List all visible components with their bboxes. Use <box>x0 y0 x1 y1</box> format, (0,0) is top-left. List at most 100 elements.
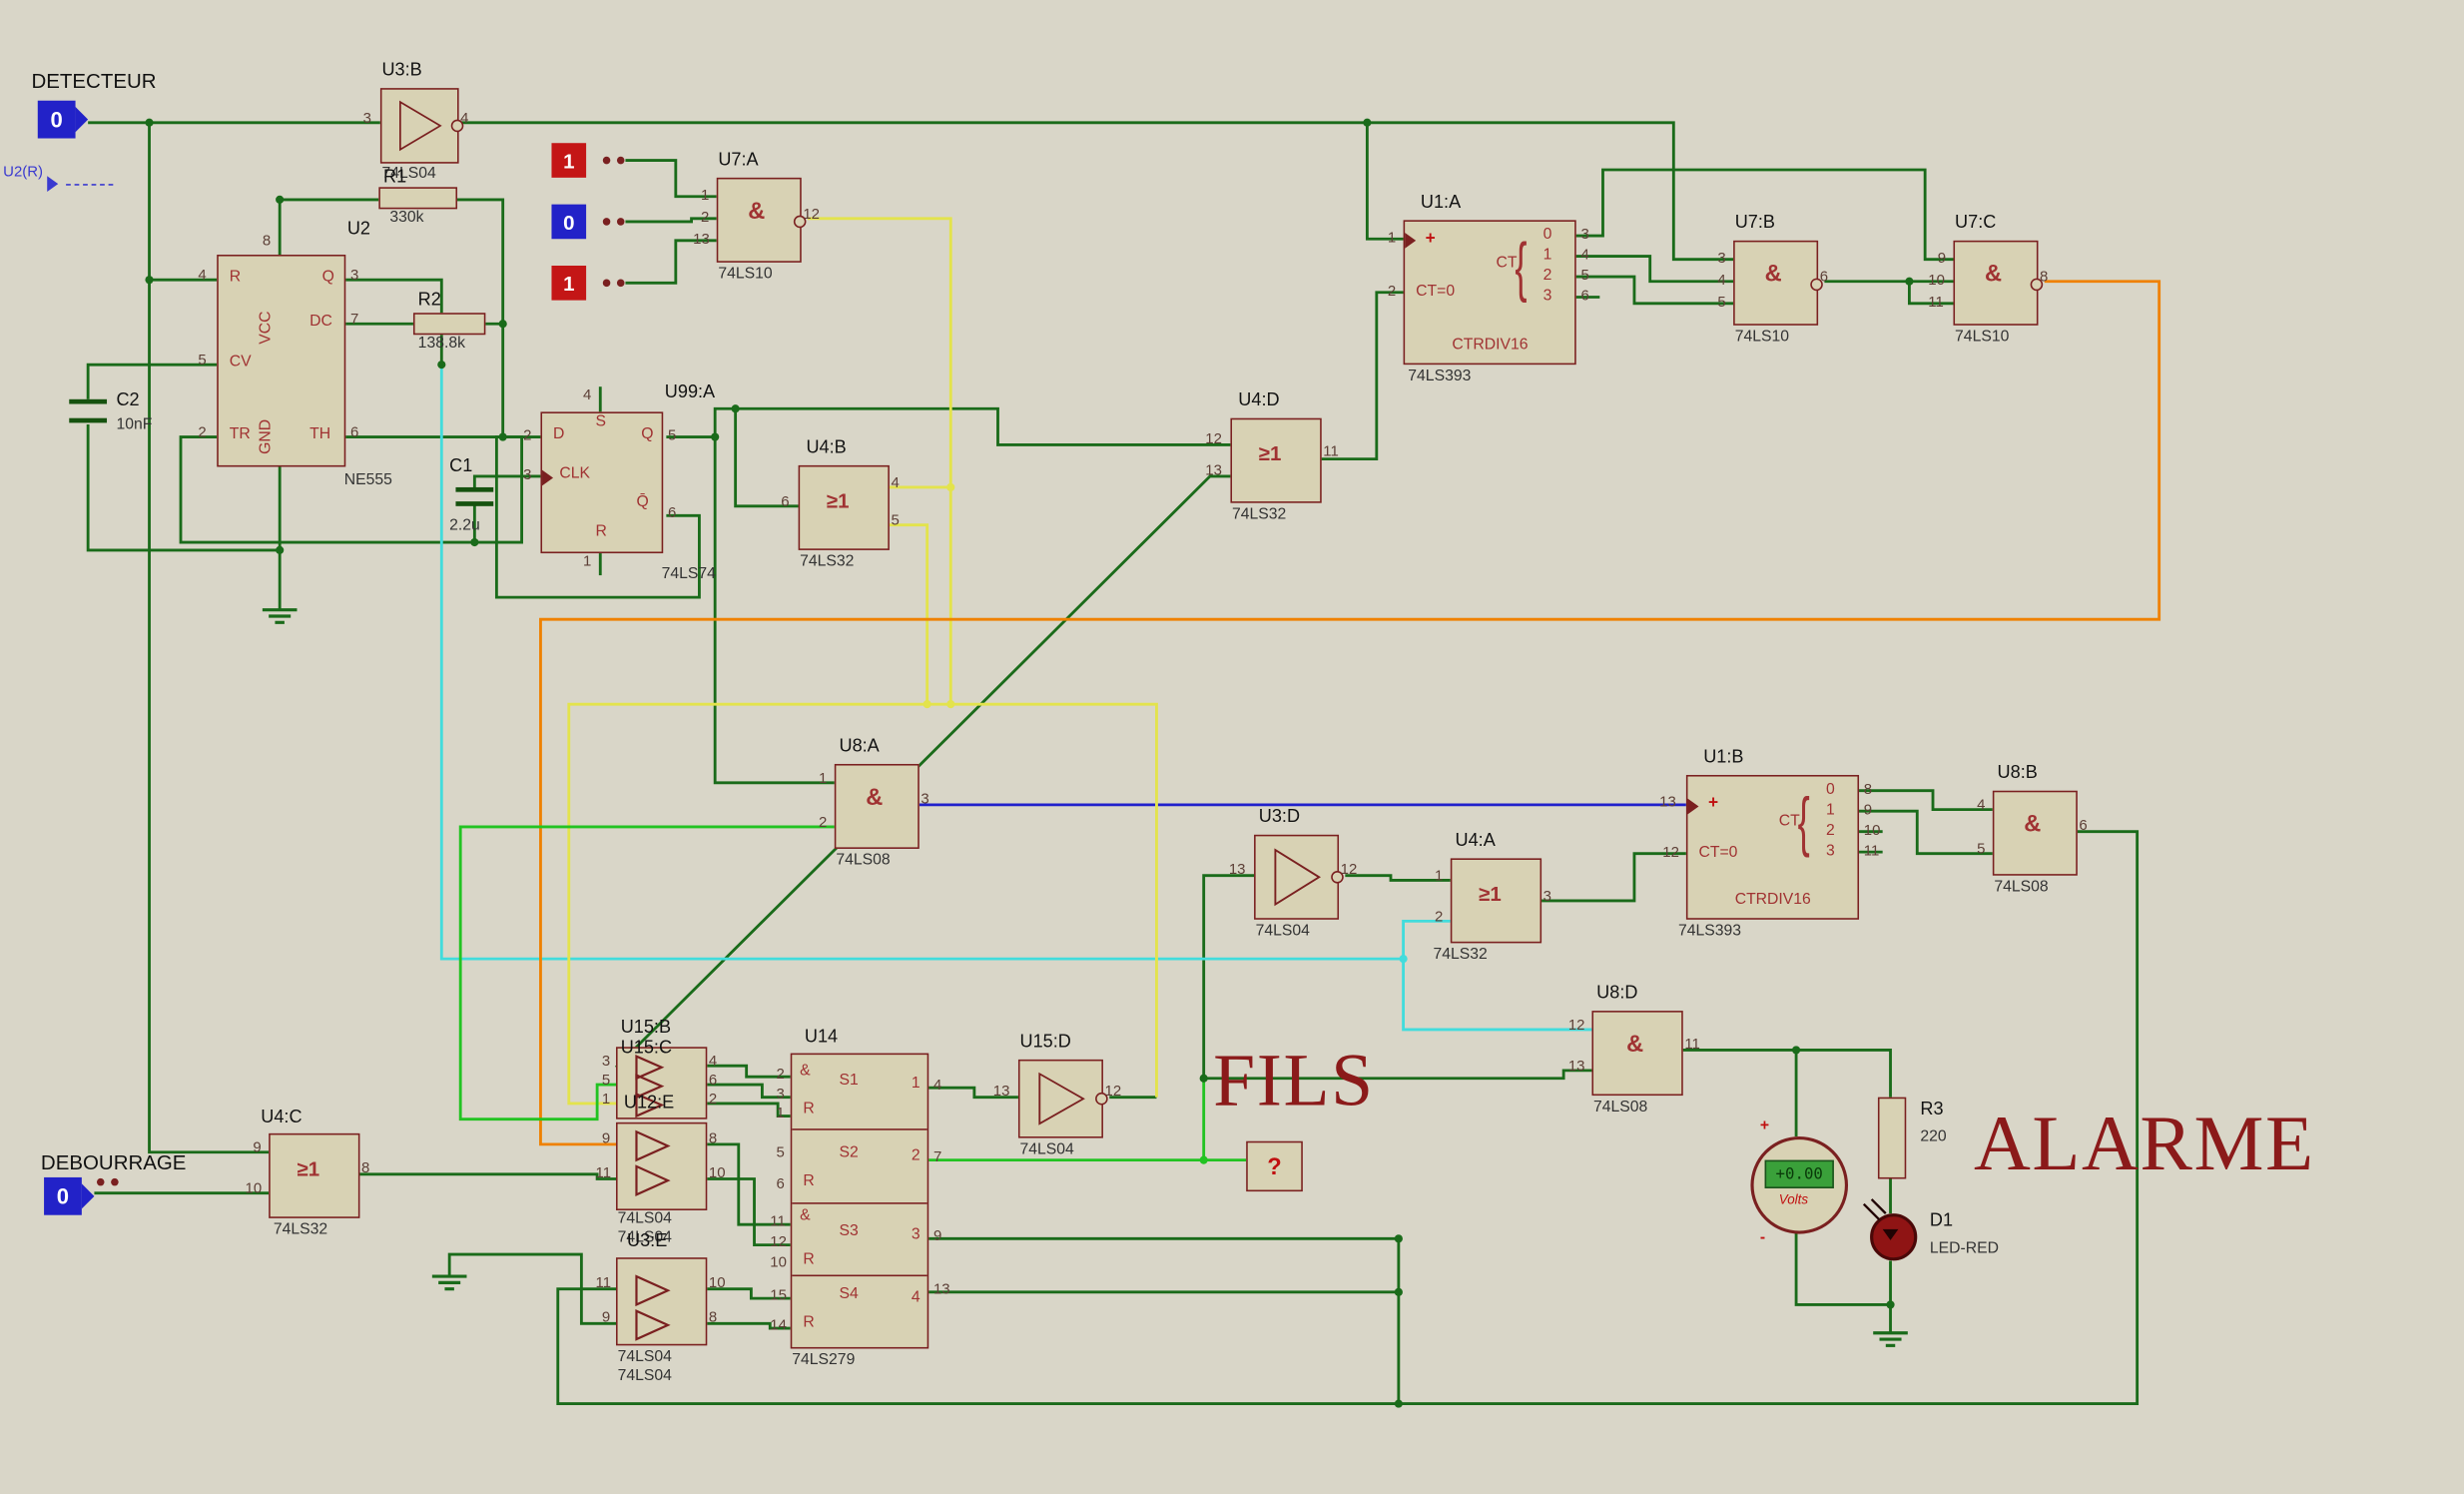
logic-state-debourrage[interactable]: 0 <box>44 1176 95 1215</box>
big-text-fils: FILS <box>1213 1039 1375 1122</box>
ground-symbol <box>1873 1331 1908 1347</box>
pin-number: 4 <box>891 474 900 492</box>
pin-number: 13 <box>1228 861 1246 879</box>
capacitor-c2[interactable]: C2 10nF <box>69 392 152 433</box>
component-ref: U8:B <box>1997 763 2038 783</box>
pin-number: 4 <box>1717 272 1726 290</box>
component-ref: U15:C <box>620 1039 673 1059</box>
pin-number: 4 <box>1977 797 1986 815</box>
resistor-r1[interactable]: R1 330k <box>378 169 458 226</box>
component-value: 74LS10 <box>1734 328 1789 347</box>
component-ref: R1 <box>383 168 407 188</box>
pin-number: 9 <box>601 1129 611 1148</box>
logic-state-input-1[interactable]: 1 <box>551 143 587 178</box>
voltmeter[interactable]: +0.00 + - Volts <box>1750 1119 1849 1245</box>
logic-state-value: 0 <box>56 1183 70 1209</box>
junction-dots-yellow <box>923 482 955 709</box>
pin-number: 12 <box>1567 1017 1585 1035</box>
led-d1[interactable]: D1 LED-RED <box>1862 1198 1999 1264</box>
pin-name: CTRDIV16 <box>1452 336 1529 355</box>
component-value: 74LS04 <box>617 1367 672 1385</box>
logic-state-input-0[interactable]: 0 <box>551 204 587 240</box>
component-ref: U8:A <box>839 737 880 757</box>
pin-number: 10 <box>708 1164 726 1182</box>
pin-number: 12 <box>1340 861 1358 879</box>
pin-number: 7 <box>350 311 359 329</box>
pin-name: R <box>803 1313 815 1332</box>
unknown-component[interactable]: ? <box>1246 1140 1303 1192</box>
pin-name: 1 <box>1825 801 1835 820</box>
pin-number: + <box>1707 793 1719 813</box>
pin-name: TR <box>229 425 251 443</box>
resistor-r2[interactable]: R2 138.8k <box>412 292 486 352</box>
component-value: 74LS08 <box>836 852 891 870</box>
pin-number: 13 <box>1567 1058 1585 1076</box>
pin-number: 5 <box>1717 294 1726 312</box>
section-divider <box>792 1128 927 1130</box>
component-ref: U8:D <box>1596 984 1638 1004</box>
led-arrows-icon <box>1862 1198 1887 1221</box>
buffer-triangle-icon <box>1038 1072 1085 1125</box>
pin-name: S <box>595 412 607 431</box>
pin-name: Q̄ <box>636 493 649 511</box>
big-text-alarme: ALARME <box>1973 1099 2315 1187</box>
pin-name: 3 <box>911 1225 921 1244</box>
pin-name: 4 <box>911 1288 921 1306</box>
pin-number: 3 <box>523 466 532 484</box>
connector-dots <box>96 156 625 1186</box>
inverter-bubble-icon <box>1095 1092 1108 1106</box>
pin-number: 11 <box>1684 1036 1700 1054</box>
capacitor-c1[interactable]: C1 2.2u <box>449 458 494 533</box>
component-ref: U7:C <box>1955 214 1997 233</box>
pin-number: 4 <box>932 1077 942 1095</box>
pin-number: 12 <box>1104 1083 1122 1101</box>
component-ref: R2 <box>417 291 441 311</box>
pin-number: 10 <box>708 1274 726 1292</box>
component-ref: U14 <box>804 1028 839 1048</box>
pin-number: 2 <box>819 814 828 832</box>
component-ref: U7:A <box>718 151 759 170</box>
pin-number: 5 <box>891 512 900 530</box>
component-ref: U3:E <box>627 1232 668 1251</box>
component-value: 74LS10 <box>718 266 773 284</box>
component-ref: U4:A <box>1455 831 1496 851</box>
logic-state-detecteur[interactable]: 0 <box>37 100 89 139</box>
pin-number: 10 <box>1863 822 1881 840</box>
pin-name: CTRDIV16 <box>1734 891 1811 909</box>
resistor-r3[interactable]: R3 220 <box>1877 1097 1947 1179</box>
pin-number: 6 <box>667 504 677 522</box>
logic-state-input-1b[interactable]: 1 <box>551 266 587 301</box>
pin-name: DC <box>309 313 332 331</box>
wires-bright-green <box>458 825 1247 1162</box>
pin-name: CT <box>1778 812 1800 831</box>
pin-number: 6 <box>776 1175 785 1193</box>
capacitor-plate <box>69 417 108 423</box>
pin-number: 6 <box>1580 288 1589 306</box>
pin-number: 9 <box>253 1139 262 1157</box>
pin-name: CLK <box>559 464 590 483</box>
component-value: 74LS32 <box>800 553 855 571</box>
